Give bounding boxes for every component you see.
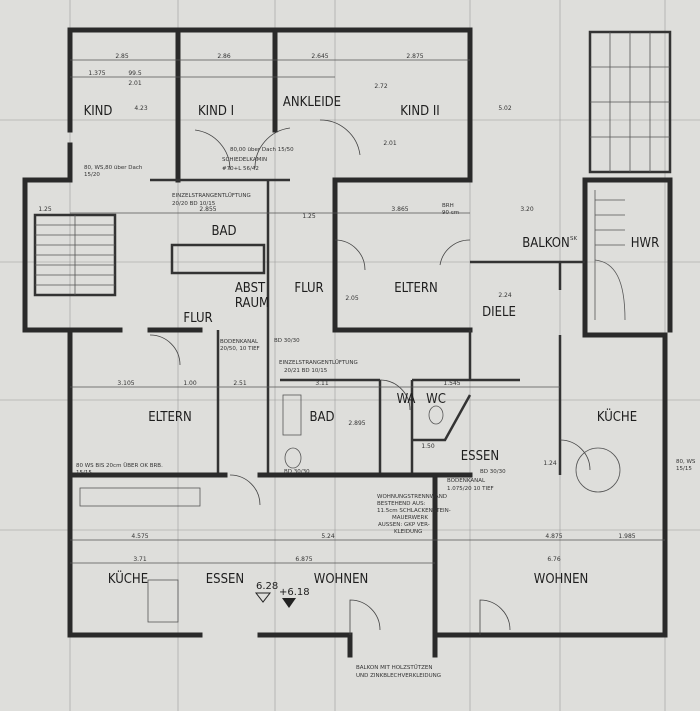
room-kueche-right: KÜCHE	[597, 408, 637, 425]
note-boden-left-1: BODENKANAL	[220, 339, 259, 345]
level-markers: 6.28 +6.18	[254, 581, 310, 608]
note-wand-1: WOHNUNGSTRENNWAND	[377, 494, 447, 500]
dim: 2.24	[498, 292, 512, 299]
room-wohnen-left: WOHNEN	[314, 572, 368, 587]
room-kind-2: KIND II	[400, 104, 439, 119]
dim: 4.875	[545, 533, 562, 540]
room-kueche-left: KÜCHE	[108, 570, 148, 587]
dim: 2.01	[383, 140, 397, 147]
note-einzel-upper: EINZELSTRANGENTLÜFTUNG	[172, 192, 251, 199]
note-chimney-1: 80,00 über Dach 15/50	[230, 147, 294, 153]
room-ankleide: ANKLEIDE	[283, 95, 341, 110]
note-wand-4: MAUERWERK	[392, 515, 428, 521]
doors	[149, 119, 591, 635]
note-chimney-3: #70+L 56/42	[222, 166, 259, 172]
note-boden-right-1: BODENKANAL	[447, 478, 486, 484]
note-einzel-lower-2: 20/21 BD 10/15	[284, 368, 328, 374]
stairs	[33, 190, 626, 321]
note-bd-3: BD 30/30	[480, 469, 506, 475]
dim: 1.00	[183, 380, 197, 387]
note-boden-right-2: 1.075/20 10 TIEF	[447, 486, 494, 492]
note-bd-2: BD 30/30	[284, 469, 310, 475]
room-diele: DIELE	[482, 305, 516, 320]
note-boden-left-2: 20/50, 10 TIEF	[220, 346, 260, 352]
room-abst-raum: ABST	[235, 281, 266, 296]
fixtures	[79, 243, 621, 623]
dim: 1.24	[543, 460, 557, 467]
note-ws-lower: 80 WS BIS 20cm ÜBER OK BRB.	[76, 462, 163, 469]
dim: 2.86	[217, 53, 231, 60]
room-flur-left: FLUR	[183, 311, 212, 326]
level-2-marker	[282, 598, 296, 608]
note-einzel-lower: EINZELSTRANGENTLÜFTUNG	[279, 359, 358, 366]
dim: 2.51	[233, 380, 247, 387]
dim: 6.76	[547, 556, 561, 563]
room-eltern-upper: ELTERN	[394, 281, 438, 296]
dim: 3.105	[117, 380, 134, 387]
dim: 1.25	[38, 206, 52, 213]
note-ws-left: 80, WS,80 über Dach	[84, 165, 143, 171]
level-1: 6.28	[256, 581, 278, 592]
room-wohnen-right: WOHNEN	[534, 572, 588, 587]
notes: 80,00 über Dach 15/50 SCHIEDELKAMIN #70+…	[76, 147, 696, 679]
dim: 4.23	[134, 105, 148, 112]
room-wa: WA	[397, 392, 416, 407]
dimensions: 2.85 2.86 2.645 2.875 1.375 99.5 2.01 4.…	[38, 53, 665, 564]
note-ws-right: 80, WS	[676, 459, 696, 465]
level-2: +6.18	[279, 587, 310, 598]
room-balkon: BALKON	[522, 236, 569, 251]
dim: 3.20	[520, 206, 534, 213]
dim: 3.865	[391, 206, 408, 213]
dim: 2.85	[115, 53, 129, 60]
walls	[22, 27, 673, 658]
room-labels: KIND KIND I ANKLEIDE KIND II BAD ABST RA…	[84, 95, 660, 587]
note-einzel-upper-2: 20/20 BD 10/15	[172, 201, 216, 207]
dim: 6.875	[295, 556, 312, 563]
dim: 1.985	[618, 533, 635, 540]
room-bad-lower: BAD	[309, 410, 334, 425]
note-ws-left-2: 15/20	[84, 172, 100, 178]
dim: 5.24	[321, 533, 335, 540]
dim: 2.895	[348, 420, 365, 427]
dim: 2.645	[311, 53, 328, 60]
dim: 1.375	[88, 70, 105, 77]
dim: 2.01	[128, 80, 142, 87]
dim: 2.72	[374, 83, 388, 90]
note-wand-6: KLEIDUNG	[394, 529, 422, 535]
room-eltern-lower: ELTERN	[148, 410, 192, 425]
level-1-marker	[254, 592, 272, 603]
note-bd-1: BD 30/30	[274, 338, 300, 344]
room-kind-1: KIND I	[198, 104, 234, 119]
room-kind: KIND	[84, 104, 113, 119]
note-balkon-2: UND ZINKBLECHVERKLEIDUNG	[356, 673, 441, 679]
note-wand-2: BESTEHEND AUS:	[377, 501, 426, 507]
note-wand-5: AUSSEN: GKP VER-	[378, 522, 430, 528]
dim: 1.25	[302, 213, 316, 220]
note-sk: SK	[570, 236, 577, 242]
note-ws-right-2: 15/15	[676, 466, 692, 472]
dim: 2.855	[199, 206, 216, 213]
dim: 1.545	[443, 380, 460, 387]
room-essen-right: ESSEN	[461, 449, 499, 464]
room-essen-left: ESSEN	[206, 572, 244, 587]
room-flur-center: FLUR	[294, 281, 323, 296]
dim: 5.02	[498, 105, 512, 112]
note-wand-3: 11.5cm SCHLACKENSTEIN-	[377, 508, 451, 514]
dim: 4.575	[131, 533, 148, 540]
dim: 1.50	[421, 443, 435, 450]
room-hwr: HWR	[631, 236, 660, 251]
note-brh: BRH	[442, 203, 454, 209]
dim: 2.05	[345, 295, 359, 302]
dim: 2.875	[406, 53, 423, 60]
room-abst-raum-2: RAUM	[235, 296, 269, 311]
note-ws-lower-2: 15/15	[76, 470, 92, 476]
note-balkon-1: BALKON MIT HOLZSTÜTZEN	[356, 664, 432, 671]
dim: 3.11	[315, 380, 329, 387]
note-chimney-2: SCHIEDELKAMIN	[222, 157, 267, 163]
window-grid	[588, 30, 672, 174]
room-wc: WC	[426, 392, 446, 407]
dim: 99.5	[128, 70, 142, 77]
room-bad-upper: BAD	[211, 224, 236, 239]
dim: 3.71	[133, 556, 147, 563]
